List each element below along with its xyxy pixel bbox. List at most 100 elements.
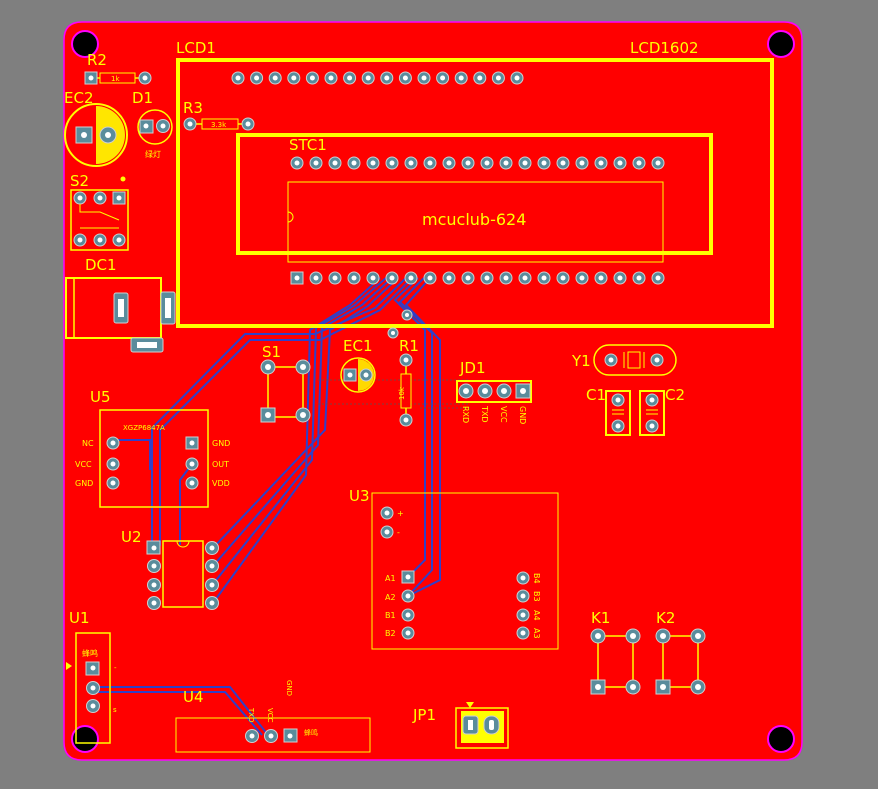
pad-drill-hole [347, 75, 353, 81]
r1-designator: R1 [399, 337, 419, 355]
pad-drill-hole [560, 275, 566, 281]
dc1-designator: DC1 [85, 256, 117, 274]
svg-text:s: s [113, 706, 117, 714]
s2-switch[interactable]: S2 [70, 172, 129, 251]
pad-drill-hole [328, 75, 334, 81]
pad-drill-hole [402, 75, 408, 81]
pad-drill-hole [598, 160, 604, 166]
u3-pin-b3: B3 [532, 591, 541, 602]
stc1-designator: STC1 [289, 136, 327, 154]
c1-capacitor[interactable]: C1 [586, 386, 631, 436]
pad-drill-hole [477, 75, 483, 81]
u4-module[interactable]: U4 TXD VCC GND 蜂鸣 [175, 680, 371, 753]
d1-led[interactable]: D1 绿灯 [132, 89, 173, 159]
u3-pin-b2: B2 [385, 629, 396, 638]
s1-designator: S1 [262, 343, 281, 361]
u5-pin-nc: NC [82, 439, 94, 448]
u4-pin-gnd: GND [285, 680, 293, 696]
ec1-designator: EC1 [343, 337, 373, 355]
u5-pin-gnd: GND [75, 479, 93, 488]
u5-part: XGZP6847A [123, 424, 165, 432]
pad-drill-hole [427, 160, 433, 166]
mcu-label: mcuclub-624 [422, 210, 526, 229]
pad-drill-hole [309, 75, 315, 81]
pad-drill-hole [408, 160, 414, 166]
c2-designator: C2 [665, 386, 685, 404]
u2-ic[interactable]: U2 [121, 528, 219, 610]
lcd1602-module[interactable]: LCD1 LCD1602 [176, 39, 774, 328]
pad-drill-hole [313, 160, 319, 166]
r2-resistor[interactable]: R2 1k [84, 51, 152, 85]
pad-drill-hole [503, 275, 509, 281]
r1-resistor[interactable]: R1 10k [387, 309, 419, 427]
y1-crystal[interactable]: Y1 [571, 344, 677, 376]
u3-pin-b4: B4 [532, 573, 541, 584]
pad-drill-hole [446, 160, 452, 166]
u1-buzzer[interactable]: U1 蜂鸣 - s [66, 609, 117, 744]
u4-pin-vcc: VCC [266, 708, 274, 723]
pad-drill-hole [389, 160, 395, 166]
r3-value: 3.3k [211, 121, 227, 129]
r1-value: 10k [398, 386, 406, 400]
r3-resistor[interactable]: R3 3.3k [183, 99, 255, 131]
svg-text:-: - [397, 528, 400, 537]
pad-drill-hole [427, 275, 433, 281]
pad-drill-hole [636, 160, 642, 166]
svg-text:+: + [397, 509, 404, 518]
s1-button[interactable]: S1 [260, 343, 311, 423]
jd1-pin-rxd: RXD [461, 406, 470, 423]
u5-pin-out: OUT [212, 460, 229, 469]
u3-pin-a3: A3 [532, 628, 541, 639]
jd1-pin-vcc: VCC [499, 406, 508, 423]
dc1-power-jack[interactable]: DC1 [65, 256, 176, 353]
jd1-serial-header[interactable]: JD1 RXD TXD VCC GND [456, 359, 532, 424]
u3-pin-a2: A2 [385, 593, 396, 602]
pad-drill-hole [655, 160, 661, 166]
pad-drill-hole [370, 275, 376, 281]
pad-drill-hole [655, 275, 661, 281]
u5-pressure-sensor[interactable]: U5 XGZP6847A NC VCC GND GND OUT VDD [75, 388, 230, 508]
u5-pin-gnd2: GND [212, 439, 230, 448]
jd1-pin-txd: TXD [480, 405, 489, 423]
mounting-holes [71, 30, 795, 753]
u3-designator: U3 [349, 487, 370, 505]
u3-module[interactable]: U3 + - A1 A2 B1 B2 B4 B3 A4 A3 [349, 487, 559, 650]
pad-drill-hole [365, 75, 371, 81]
c2-capacitor[interactable]: C2 [639, 386, 685, 436]
u5-pin-vcc: VCC [75, 460, 92, 469]
pad-drill-hole [408, 275, 414, 281]
ec2-capacitor[interactable]: EC2 [64, 89, 128, 167]
y1-designator: Y1 [571, 352, 591, 370]
ec1-capacitor[interactable]: EC1 [340, 337, 376, 393]
pad-drill-hole [465, 275, 471, 281]
u3-pin-a1: A1 [385, 574, 396, 583]
pad-drill-hole [495, 75, 501, 81]
s2-designator: S2 [70, 172, 89, 190]
lcd-pin-row [231, 71, 524, 85]
k1-designator: K1 [591, 609, 610, 627]
pad-drill-hole [294, 160, 300, 166]
u4-pin-txd: TXD [247, 707, 255, 722]
pad-drill-hole [465, 160, 471, 166]
pad-drill-hole [351, 275, 357, 281]
pad-drill-hole [384, 75, 390, 81]
jp1-terminal[interactable]: JP1 [412, 702, 509, 749]
pad-drill-hole [617, 160, 623, 166]
u2-designator: U2 [121, 528, 142, 546]
lcd1602-label: LCD1602 [630, 39, 699, 57]
pad-drill-hole [313, 275, 319, 281]
k1-button[interactable]: K1 [590, 609, 641, 695]
stc-top-pins [290, 156, 665, 170]
k2-button[interactable]: K2 [655, 609, 706, 695]
u5-designator: U5 [90, 388, 111, 406]
stc1-mcu[interactable]: STC1 mcuclub-624 [236, 133, 713, 285]
svg-text:-: - [114, 664, 117, 672]
pad-drill-hole [440, 75, 446, 81]
pad-drill-hole [446, 275, 452, 281]
pad-drill-hole [541, 275, 547, 281]
pad-drill-hole [421, 75, 427, 81]
u1-designator: U1 [69, 609, 90, 627]
pad-drill-hole [291, 75, 297, 81]
